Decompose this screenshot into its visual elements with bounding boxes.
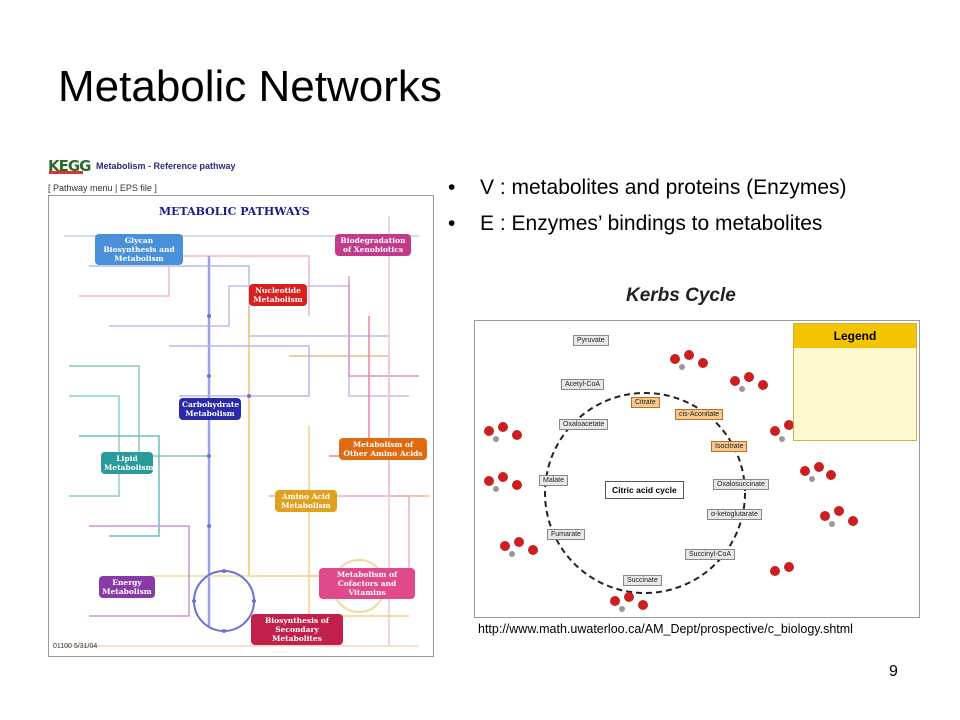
metabolite-cis-aconitate: cis-Aconitate bbox=[675, 409, 724, 420]
metabolite-malate: Malate bbox=[539, 475, 569, 486]
bullet-text: E : Enzymes’ bindings to metabolites bbox=[480, 212, 823, 235]
pathway-other-amino-acids: Metabolism of Other Amino Acids bbox=[339, 438, 427, 460]
metabolite-oxaloacetate: Oxaloacetate bbox=[559, 419, 609, 430]
metabolite-citrate: Citrate bbox=[631, 397, 660, 408]
krebs-cycle-svg bbox=[484, 350, 858, 612]
metabolite-oxalosuccinate: Oxalosuccinate bbox=[713, 479, 769, 490]
pathway-lipid: Lipid Metabolism bbox=[101, 452, 154, 474]
legend-rows bbox=[794, 348, 916, 354]
pathway-cofactors-vitamins: Metabolism of Cofactors and Vitamins bbox=[319, 568, 415, 599]
slide-title: Metabolic Networks bbox=[58, 62, 442, 111]
metabolite-alpha-ketoglutarate: α-ketoglutarate bbox=[707, 509, 762, 520]
kegg-logo: KEGG bbox=[48, 157, 91, 175]
krebs-diagram: Legend Pyruvate Acetyl-CoA Citrate cis-A… bbox=[474, 320, 920, 618]
pathway-energy: Energy Metabolism bbox=[99, 576, 155, 598]
pathway-xenobiotics: Biodegradation of Xenobiotics bbox=[335, 234, 411, 256]
citric-acid-cycle-label: Citric acid cycle bbox=[605, 481, 684, 499]
metabolite-isocitrate: Isocitrate bbox=[711, 441, 748, 452]
kegg-map: METABOLIC PATHWAYS Glycan Biosynthesis a… bbox=[48, 195, 434, 657]
bullet-marker: • bbox=[448, 176, 456, 199]
metabolite-fumarate: Fumarate bbox=[547, 529, 585, 540]
krebs-title: Kerbs Cycle bbox=[626, 285, 736, 306]
kegg-header: KEGG Metabolism - Reference pathway bbox=[46, 155, 436, 179]
kegg-footer: 01100 5/31/04 bbox=[53, 643, 98, 650]
metabolite-pyruvate: Pyruvate bbox=[573, 335, 609, 346]
metabolite-succinyl-coa: Succinyl-CoA bbox=[685, 549, 736, 560]
pathway-glycan: Glycan Biosynthesis and Metabolism bbox=[95, 234, 183, 265]
pathway-secondary-metabolites: Biosynthesis of Secondary Metabolites bbox=[251, 614, 343, 645]
metabolite-acetyl-coa: Acetyl-CoA bbox=[561, 379, 605, 390]
legend-title: Legend bbox=[794, 324, 916, 348]
bullet-text: V : metabolites and proteins (Enzymes) bbox=[480, 176, 847, 199]
kegg-pathway-image: KEGG Metabolism - Reference pathway [ Pa… bbox=[46, 155, 436, 657]
krebs-legend: Legend bbox=[793, 323, 917, 441]
kegg-map-title: METABOLIC PATHWAYS bbox=[159, 205, 310, 218]
pathway-carbohydrate: Carbohydrate Metabolism bbox=[179, 398, 241, 420]
kegg-logo-underline bbox=[49, 171, 83, 174]
bullet-marker: • bbox=[448, 212, 456, 235]
pathway-nucleotide: Nucleotide Metabolism bbox=[249, 284, 307, 306]
pathway-amino-acid: Amino Acid Metabolism bbox=[275, 490, 337, 512]
source-url: http://www.math.uwaterloo.ca/AM_Dept/pro… bbox=[478, 622, 853, 636]
kegg-header-text: Metabolism - Reference pathway bbox=[96, 161, 236, 171]
metabolite-succinate: Succinate bbox=[623, 575, 662, 586]
kegg-links: [ Pathway menu | EPS file ] bbox=[48, 183, 157, 193]
page-number: 9 bbox=[889, 663, 898, 680]
